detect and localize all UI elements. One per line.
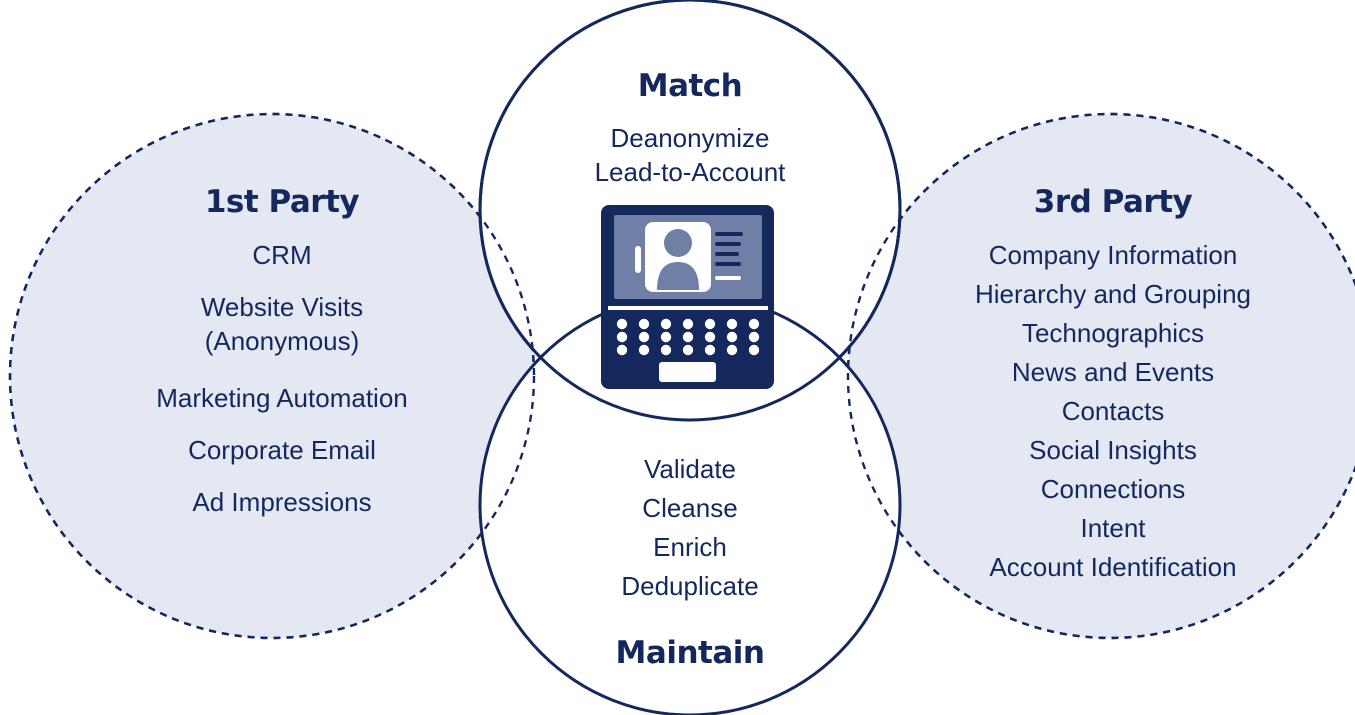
keyboard-key: [726, 318, 738, 330]
third-party-item-intent: Intent: [1080, 513, 1146, 543]
maintain-item-enrich: Enrich: [653, 532, 727, 562]
keyboard-key: [660, 344, 672, 356]
laptop-contact-icon: [601, 205, 774, 389]
keyboard-key: [682, 344, 694, 356]
third-party-item-account-identification: Account Identification: [989, 552, 1237, 582]
first-party-item-ad-impressions: Ad Impressions: [192, 487, 372, 517]
keyboard-key: [748, 318, 760, 330]
keyboard-key: [748, 331, 760, 343]
match-item-lead-to-account: Lead-to-Account: [594, 157, 786, 187]
third-party-item-technographics: Technographics: [1021, 318, 1205, 348]
first-party-item-crm: CRM: [252, 240, 312, 270]
third-party-item-social-insights: Social Insights: [1029, 435, 1197, 465]
keyboard-key: [704, 344, 716, 356]
keyboard-key: [616, 331, 628, 343]
keyboard-key: [638, 344, 650, 356]
keyboard-key: [726, 344, 738, 356]
match-title: Match: [637, 68, 743, 104]
third-party-item-hierarchy: Hierarchy and Grouping: [974, 279, 1252, 309]
first-party-item-anonymous: (Anonymous): [204, 326, 360, 356]
first-party-item-corporate-email: Corporate Email: [188, 435, 376, 465]
keyboard-key: [616, 344, 628, 356]
maintain-item-cleanse: Cleanse: [642, 493, 738, 523]
third-party-title: 3rd Party: [1033, 184, 1193, 220]
keyboard-key: [682, 331, 694, 343]
keyboard-key: [638, 318, 650, 330]
keyboard-key: [704, 331, 716, 343]
keyboard-key: [748, 344, 760, 356]
first-party-item-website-visits: Website Visits: [200, 292, 364, 322]
keyboard-key: [638, 331, 650, 343]
maintain-title: Maintain: [615, 635, 765, 671]
third-party-item-company-information: Company Information: [988, 240, 1238, 270]
keyboard-key: [660, 331, 672, 343]
match-item-deanonymize: Deanonymize: [610, 123, 770, 153]
keyboard-key: [682, 318, 694, 330]
third-party-outline: [846, 112, 1355, 640]
maintain-item-validate: Validate: [643, 454, 737, 484]
keyboard-key: [616, 318, 628, 330]
keyboard-key: [726, 331, 738, 343]
third-party-item-contacts: Contacts: [1061, 396, 1165, 426]
third-party-item-connections: Connections: [1040, 474, 1186, 504]
first-party-item-marketing-automation: Marketing Automation: [156, 383, 408, 413]
keyboard-key: [704, 318, 716, 330]
keyboard-key: [660, 318, 672, 330]
first-party-outline: [8, 112, 536, 640]
first-party-title: 1st Party: [204, 184, 360, 220]
maintain-item-deduplicate: Deduplicate: [621, 571, 759, 601]
third-party-item-news-events: News and Events: [1011, 357, 1215, 387]
match-circle-outline: [478, 0, 902, 422]
